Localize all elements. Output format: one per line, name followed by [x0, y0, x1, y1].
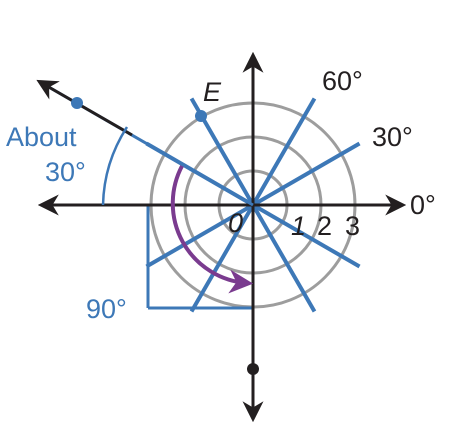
right-angle-guides: [146, 205, 253, 310]
label-angle-60: 60°: [322, 66, 363, 96]
label-angle-30: 30°: [372, 122, 413, 152]
angle-arc-about-30: [101, 126, 129, 206]
label-ring-1: 1: [291, 211, 306, 241]
point-e: [195, 110, 207, 122]
label-origin: 0: [228, 208, 243, 238]
label-about: About: [6, 122, 77, 152]
label-angle-90: 90°: [86, 294, 127, 324]
label-about-value: 30°: [45, 157, 86, 187]
rotation-arc: [170, 165, 254, 294]
label-ring-2: 2: [317, 211, 332, 241]
label-angle-0: 0°: [410, 190, 436, 220]
label-ring-3: 3: [345, 211, 360, 241]
ray-about-30-extension: [36, 79, 133, 137]
point-bottom: [247, 363, 259, 375]
point-ray-end: [71, 97, 83, 109]
label-point-e: E: [203, 77, 222, 107]
